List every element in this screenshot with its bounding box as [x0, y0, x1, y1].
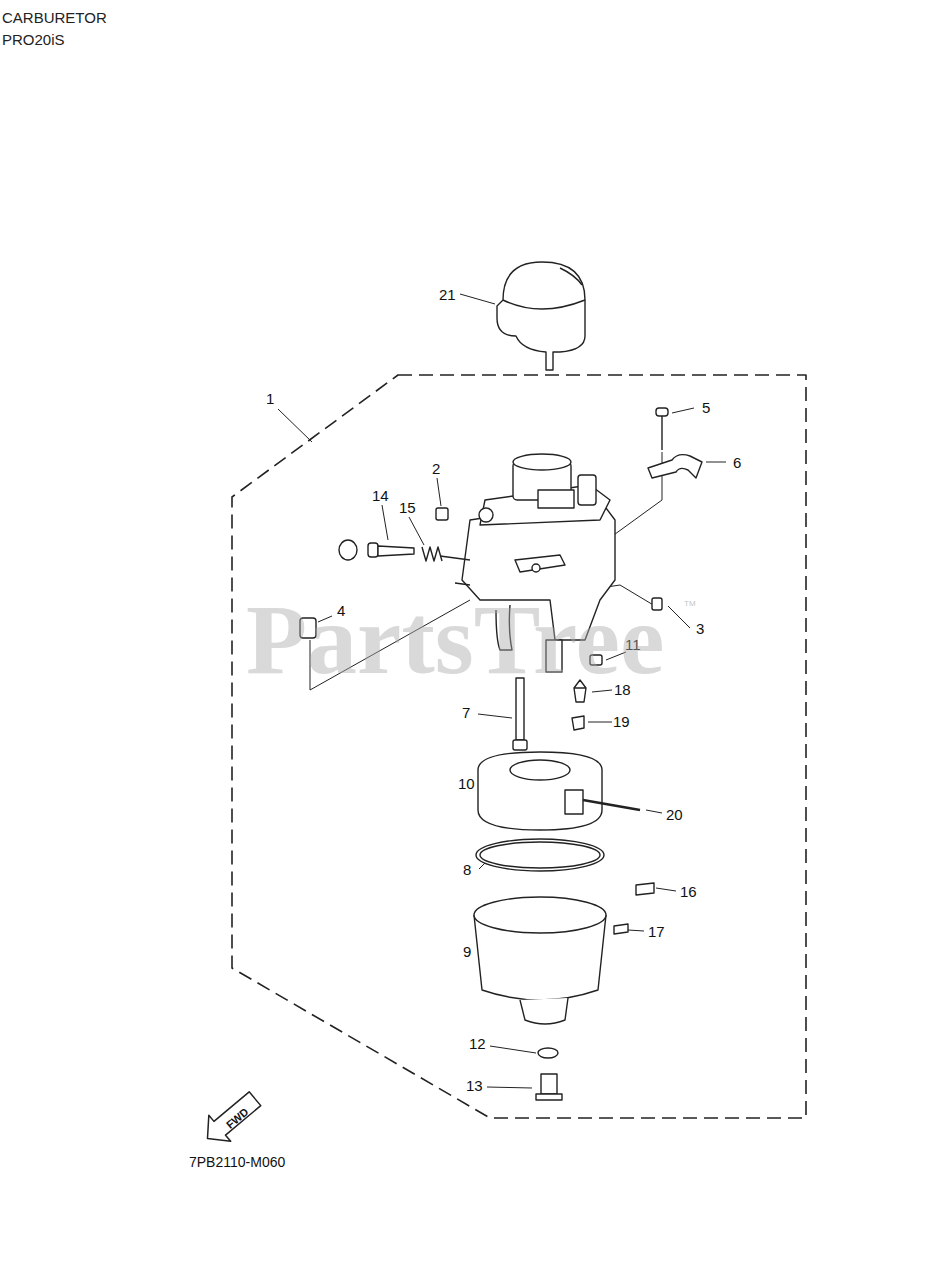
callout-number: 16 — [680, 884, 697, 899]
callout-number: 8 — [463, 862, 471, 877]
callout-number: 20 — [666, 807, 683, 822]
callout-number: 7 — [462, 705, 470, 720]
callout-number: 1 — [266, 391, 274, 406]
leader-lines — [278, 294, 726, 1088]
callout-number: 9 — [463, 944, 471, 959]
diagram-code: 7PB2110-M060 — [189, 1155, 285, 1169]
header-title: CARBURETOR — [2, 10, 107, 25]
callout-number: 5 — [702, 400, 710, 415]
callout-number: 12 — [469, 1036, 486, 1051]
watermark: PartsTree — [246, 590, 664, 690]
cap-detail — [503, 268, 585, 309]
trademark-mark: TM — [684, 600, 696, 608]
callout-number: 13 — [466, 1078, 483, 1093]
callout-number: 21 — [439, 287, 456, 302]
callout-number: 15 — [399, 500, 416, 515]
callout-number: 2 — [432, 461, 440, 476]
assembly-boundary — [232, 375, 806, 1118]
forward-arrow — [197, 1086, 266, 1152]
callout-number: 10 — [458, 776, 475, 791]
callout-number: 6 — [733, 455, 741, 470]
callout-number: 17 — [648, 924, 665, 939]
small-parts — [300, 408, 702, 1100]
model-name: PRO20iS — [2, 32, 65, 47]
callout-number: 19 — [613, 714, 630, 729]
callout-number: 14 — [372, 488, 389, 503]
callout-number: 3 — [696, 621, 704, 636]
cap — [497, 262, 585, 370]
